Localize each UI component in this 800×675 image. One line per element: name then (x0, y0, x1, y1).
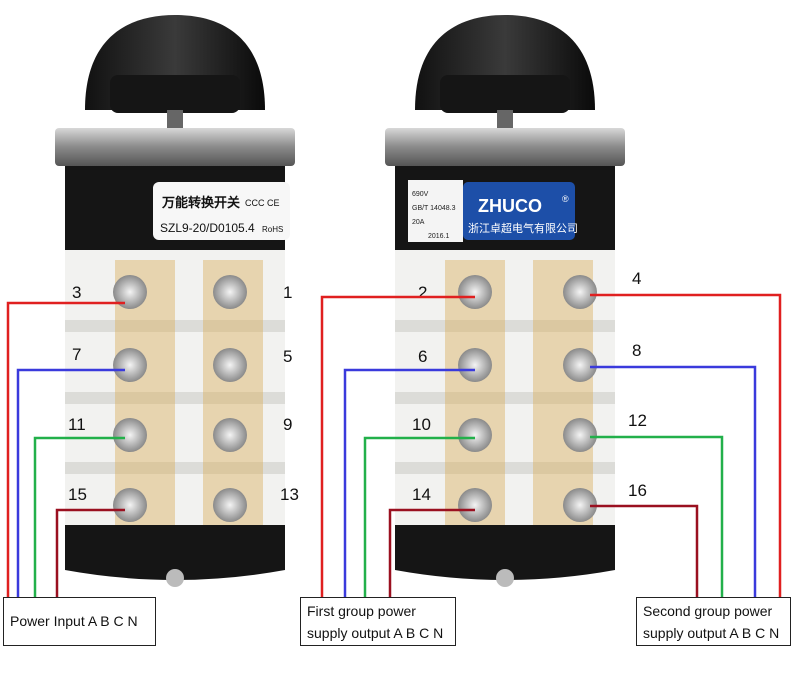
model-number: SZL9-20/D0105.4 (160, 221, 255, 235)
spec-voltage: 690V (412, 191, 429, 198)
right-switch: 690V GB/T 14048.3 20A 2016.1 ZHUCO ® 浙江卓… (385, 15, 647, 587)
wire-out2-a (590, 293, 782, 597)
terminal-10: 10 (412, 415, 431, 434)
wire-out1-a (320, 295, 475, 597)
first-group-label: First group power supply output A B C N (300, 597, 456, 646)
second-group-line2: supply output A B C N (643, 625, 780, 641)
terminal-12: 12 (628, 411, 647, 430)
left-nameplate (153, 182, 290, 240)
terminal-11: 11 (68, 415, 86, 434)
wire-out1-c (363, 436, 475, 597)
first-group-line1: First group power (307, 603, 416, 619)
brand-logo: ZHUCO (478, 196, 542, 216)
wire-out2-n (590, 504, 699, 597)
wire-input-b (16, 368, 125, 597)
second-group-line1: Second group power (643, 603, 773, 619)
spec-current: 20A (412, 219, 425, 226)
spec-date: 2016.1 (428, 233, 450, 240)
wire-input-n (55, 508, 125, 597)
terminal-1: 1 (283, 283, 292, 302)
terminal-14: 14 (412, 485, 431, 504)
screws-left (113, 275, 247, 522)
wire-input-a (6, 301, 125, 597)
wire-out2-b (590, 365, 757, 597)
brand-plate (463, 182, 575, 240)
terminal-7: 7 (72, 345, 81, 364)
terminal-4: 4 (632, 269, 641, 288)
wire-out1-n (388, 508, 475, 597)
terminal-13: 13 (280, 485, 299, 504)
terminal-9: 9 (283, 415, 292, 434)
terminal-15: 15 (68, 485, 87, 504)
wires (6, 293, 782, 597)
power-input-label: Power Input A B C N (3, 597, 156, 646)
power-input-text: Power Input A B C N (10, 613, 138, 629)
left-switch: 万能转换开关 CCC CE SZL9-20/D0105.4 RoHS 3 7 1… (55, 15, 299, 587)
second-group-label: Second group power supply output A B C N (636, 597, 791, 646)
first-group-line2: supply output A B C N (307, 625, 444, 641)
certification-marks: CCC CE (245, 198, 280, 208)
terminal-3: 3 (72, 283, 81, 302)
rohs-mark: RoHS (262, 225, 283, 234)
terminal-16: 16 (628, 481, 647, 500)
nameplate-title: 万能转换开关 (161, 195, 240, 210)
terminal-5: 5 (283, 347, 292, 366)
company-name: 浙江卓超电气有限公司 (468, 221, 578, 235)
terminal-6: 6 (418, 347, 427, 366)
terminal-8: 8 (632, 341, 641, 360)
registered-mark: ® (562, 194, 569, 204)
spec-standard: GB/T 14048.3 (412, 205, 456, 212)
wire-input-c (33, 436, 125, 597)
wire-out2-c (590, 435, 724, 597)
wire-out1-b (343, 368, 475, 597)
terminal-2: 2 (418, 283, 427, 302)
